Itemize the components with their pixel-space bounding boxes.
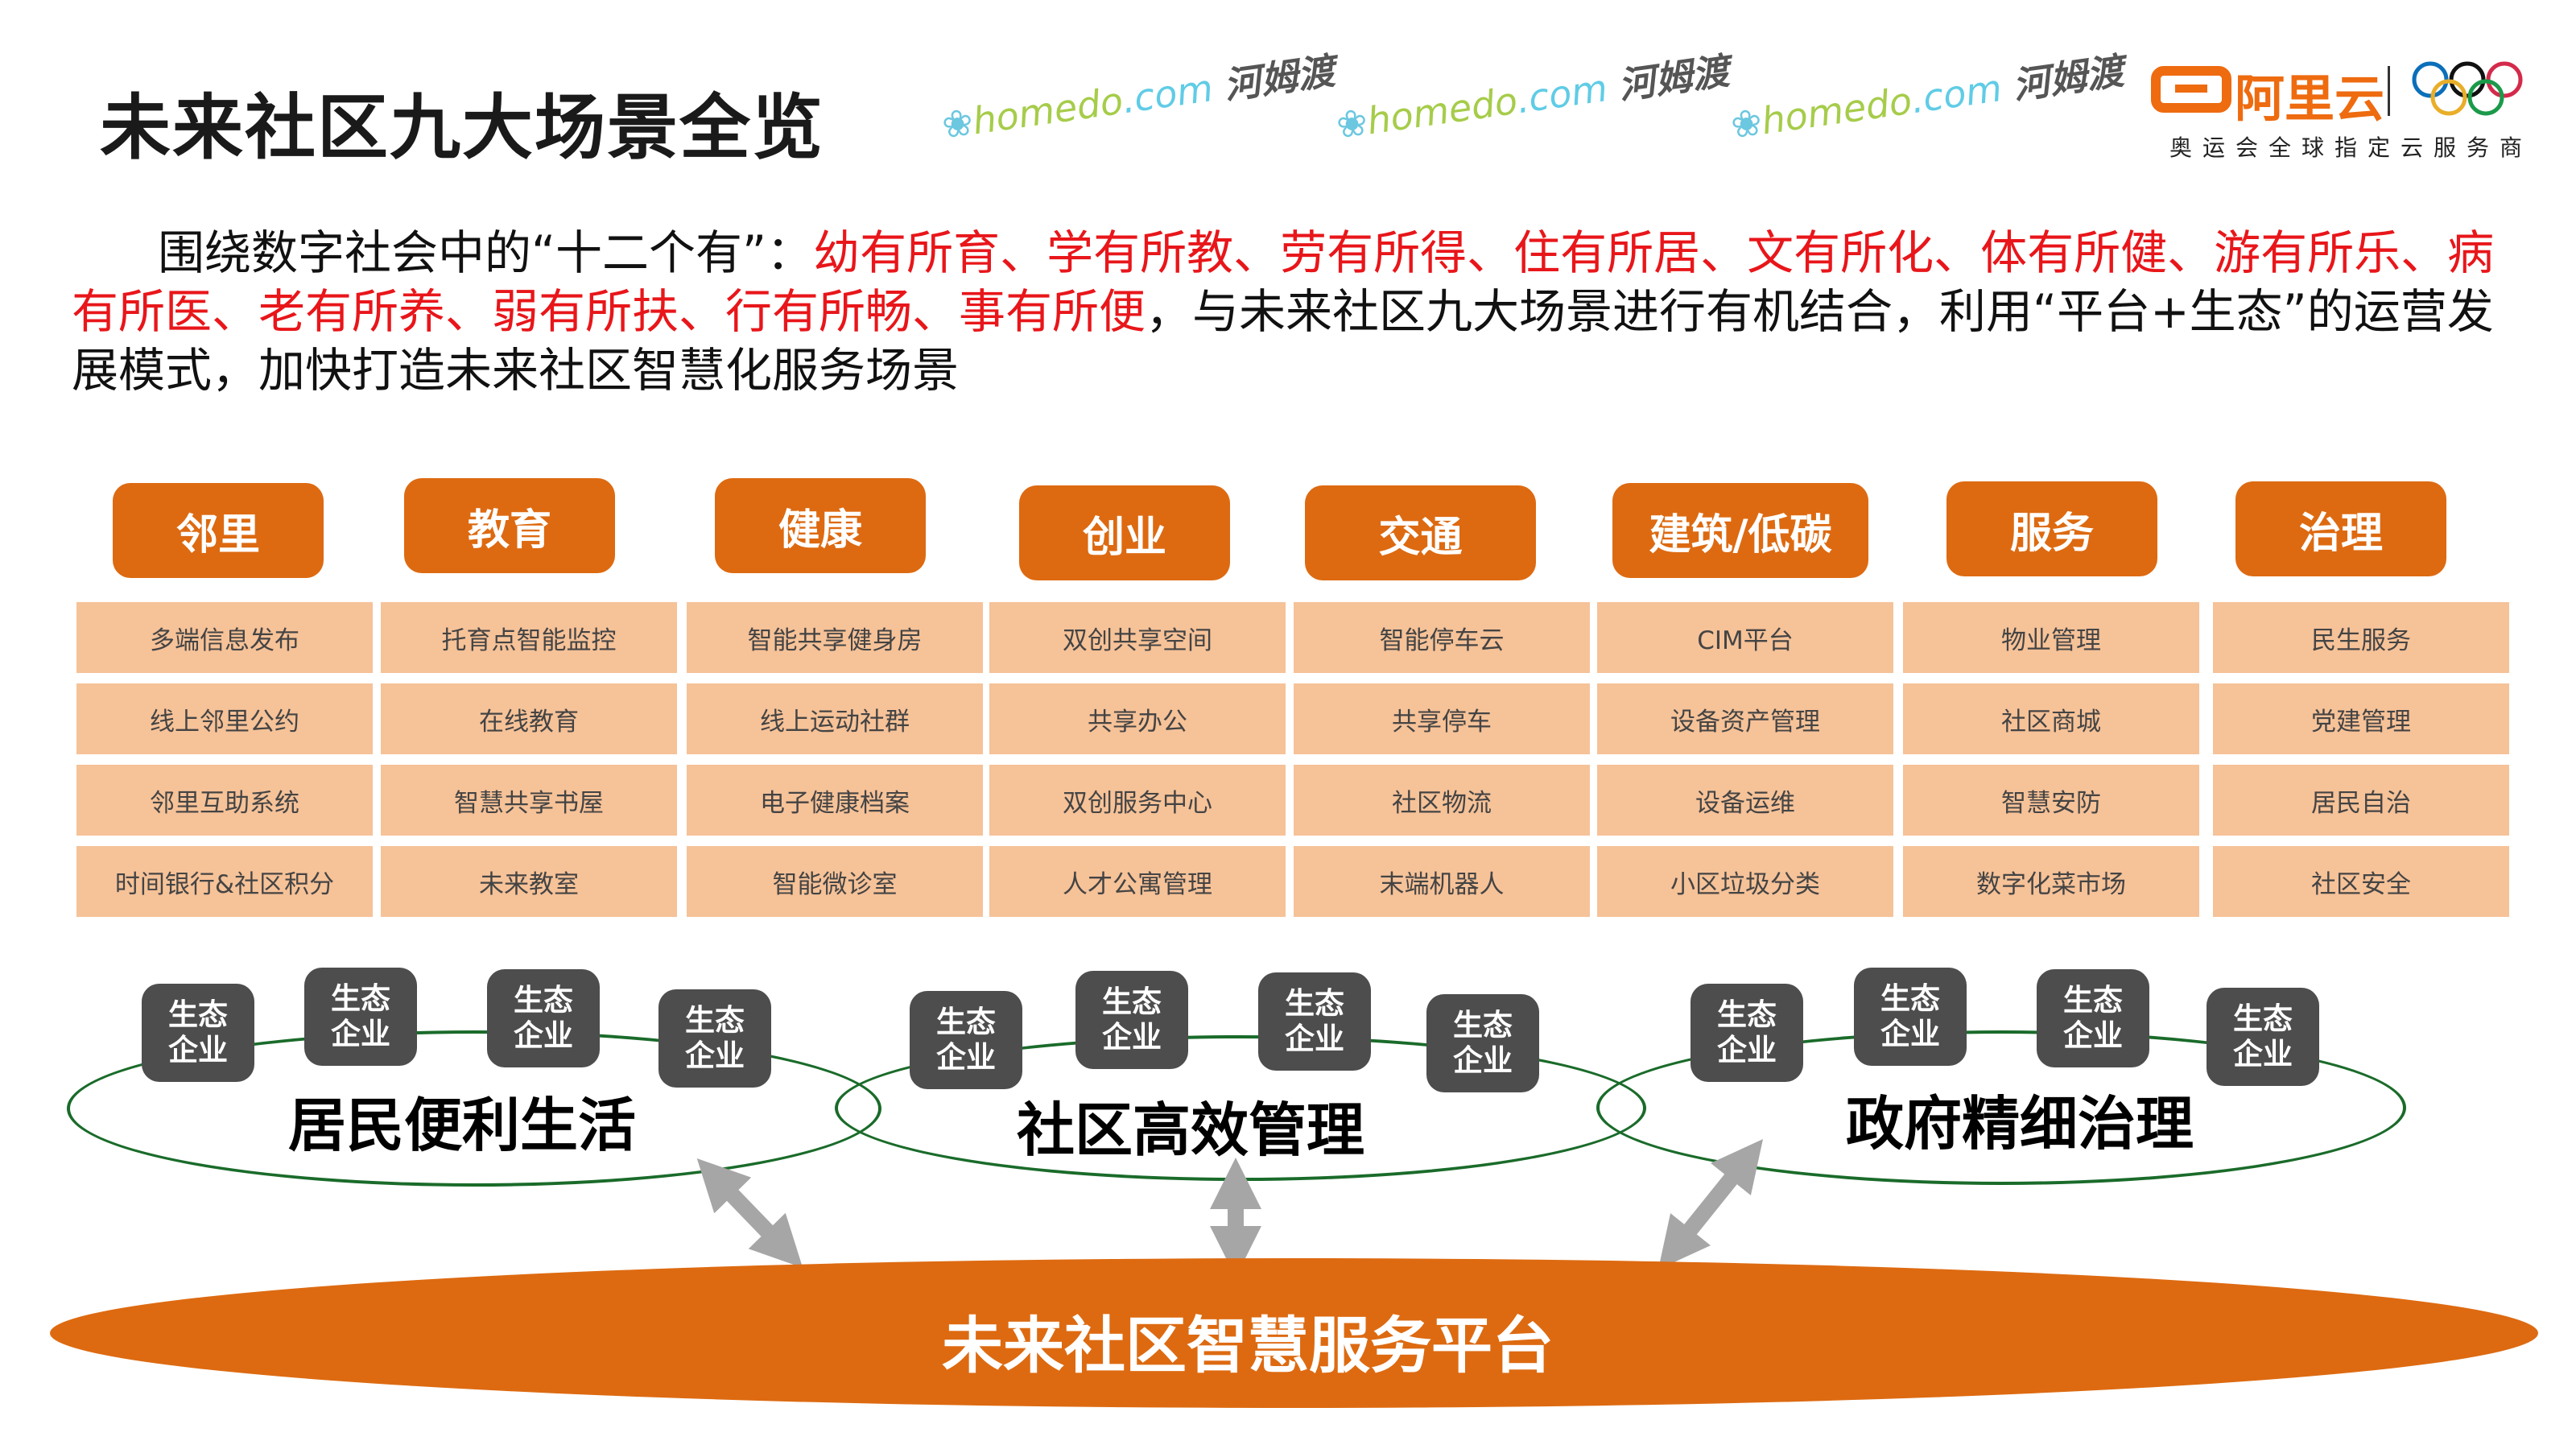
eco-label: 企业 bbox=[1717, 1033, 1777, 1067]
eco-label: 生态 bbox=[2063, 983, 2123, 1018]
eco-enterprise-badge: 生态企业 bbox=[1690, 984, 1803, 1082]
eco-label: 生态 bbox=[1102, 985, 1162, 1019]
category-header: 教育 bbox=[404, 478, 615, 573]
eco-enterprise-badge: 生态企业 bbox=[2037, 969, 2149, 1067]
eco-label: 企业 bbox=[2233, 1037, 2293, 1071]
scenario-cell: 托育点智能监控 bbox=[381, 602, 677, 673]
scenario-cell: 未来教室 bbox=[381, 846, 677, 917]
scenario-cell: 党建管理 bbox=[2213, 683, 2509, 754]
scene-label-government: 政府精细治理 bbox=[1845, 1090, 2194, 1158]
eco-label: 企业 bbox=[685, 1038, 745, 1073]
aliyun-dash bbox=[2175, 85, 2207, 93]
scenario-cell: 数字化菜市场 bbox=[1903, 846, 2199, 917]
intro-lead: 围绕数字社会中的“十二个有”： bbox=[158, 225, 814, 280]
arrow-left bbox=[696, 1158, 803, 1269]
scenario-cell: 共享停车 bbox=[1294, 683, 1590, 754]
eco-label: 生态 bbox=[936, 1005, 996, 1039]
scenario-cell: 多端信息发布 bbox=[76, 602, 373, 673]
category-header: 服务 bbox=[1946, 481, 2157, 576]
eco-label: 生态 bbox=[514, 983, 573, 1018]
scenario-cell: 共享办公 bbox=[989, 683, 1286, 754]
logo-divider bbox=[2388, 66, 2390, 116]
scenario-cell: 智能停车云 bbox=[1294, 602, 1590, 673]
eco-enterprise-badge: 生态企业 bbox=[1426, 994, 1539, 1092]
scenario-cell: 智慧共享书屋 bbox=[381, 765, 677, 836]
intro-paragraph: 围绕数字社会中的“十二个有”：幼有所育、学有所教、劳有所得、住有所居、文有所化、… bbox=[72, 224, 2495, 400]
eco-label: 生态 bbox=[1717, 997, 1777, 1032]
scenario-cell: 在线教育 bbox=[381, 683, 677, 754]
eco-label: 企业 bbox=[514, 1018, 573, 1053]
scenario-cell: 社区安全 bbox=[2213, 846, 2509, 917]
scene-label-resident: 居民便利生活 bbox=[287, 1092, 637, 1159]
scenario-cell: 智慧安防 bbox=[1903, 765, 2199, 836]
scenario-cell: CIM平台 bbox=[1597, 602, 1893, 673]
eco-label: 企业 bbox=[1285, 1022, 1344, 1056]
eco-enterprise-badge: 生态企业 bbox=[910, 991, 1022, 1089]
scenario-cell: 物业管理 bbox=[1903, 602, 2199, 673]
category-header: 建筑/低碳 bbox=[1612, 483, 1868, 578]
aliyun-brand: 阿里云 bbox=[2235, 69, 2385, 128]
eco-label: 生态 bbox=[2233, 1001, 2293, 1036]
scenario-cell: 社区商城 bbox=[1903, 683, 2199, 754]
scenario-cell: 人才公寓管理 bbox=[989, 846, 1286, 917]
intro-rest: ，与未来社区九大场景进行有机结合，利用“平台+生态”的运营发展模式，加快打造未来… bbox=[72, 284, 2494, 398]
eco-enterprise-badge: 生态企业 bbox=[304, 968, 417, 1066]
eco-enterprise-badge: 生态企业 bbox=[487, 969, 600, 1067]
eco-enterprise-badge: 生态企业 bbox=[658, 989, 771, 1088]
logo-subtitle: 奥运会全球指定云服务商 bbox=[2169, 134, 2533, 161]
eco-label: 生态 bbox=[168, 997, 228, 1032]
aliyun-logo: 阿里云 bbox=[2151, 63, 2384, 128]
category-header: 治理 bbox=[2235, 481, 2446, 576]
page-title: 未来社区九大场景全览 bbox=[100, 86, 825, 169]
scenario-cell: 智能微诊室 bbox=[687, 846, 983, 917]
eco-label: 企业 bbox=[2063, 1018, 2123, 1053]
eco-label: 生态 bbox=[1285, 986, 1344, 1021]
eco-label: 企业 bbox=[168, 1033, 228, 1067]
scene-label-community: 社区高效管理 bbox=[1016, 1096, 1365, 1164]
scenario-cell: 民生服务 bbox=[2213, 602, 2509, 673]
eco-label: 企业 bbox=[1880, 1017, 1940, 1051]
eco-enterprise-badge: 生态企业 bbox=[1075, 971, 1188, 1069]
platform-label: 未来社区智慧服务平台 bbox=[942, 1310, 1554, 1381]
eco-label: 企业 bbox=[1102, 1020, 1162, 1055]
arrow-right bbox=[1657, 1139, 1764, 1269]
eco-label: 企业 bbox=[1453, 1043, 1513, 1078]
category-header: 创业 bbox=[1019, 485, 1230, 580]
eco-enterprise-badge: 生态企业 bbox=[142, 984, 254, 1082]
scenario-cell: 智能共享健身房 bbox=[687, 602, 983, 673]
scenario-cell: 设备资产管理 bbox=[1597, 683, 1893, 754]
eco-label: 企业 bbox=[936, 1040, 996, 1075]
olympic-rings-icon bbox=[2412, 61, 2523, 116]
category-header: 健康 bbox=[715, 478, 926, 573]
eco-label: 生态 bbox=[331, 981, 390, 1016]
eco-label: 生态 bbox=[1880, 981, 1940, 1016]
scenario-cell: 居民自治 bbox=[2213, 765, 2509, 836]
aliyun-bracket-icon bbox=[2151, 66, 2231, 113]
scenario-cell: 设备运维 bbox=[1597, 765, 1893, 836]
scene-ellipse-3 bbox=[1596, 1030, 2406, 1185]
eco-enterprise-badge: 生态企业 bbox=[2207, 988, 2319, 1086]
scenario-cell: 线上运动社群 bbox=[687, 683, 983, 754]
eco-label: 企业 bbox=[331, 1017, 390, 1051]
scenario-cell: 线上邻里公约 bbox=[76, 683, 373, 754]
scenario-cell: 时间银行&社区积分 bbox=[76, 846, 373, 917]
scenario-cell: 邻里互助系统 bbox=[76, 765, 373, 836]
category-header: 邻里 bbox=[113, 483, 324, 578]
scenario-cell: 双创服务中心 bbox=[989, 765, 1286, 836]
scenario-cell: 双创共享空间 bbox=[989, 602, 1286, 673]
eco-enterprise-badge: 生态企业 bbox=[1854, 968, 1967, 1066]
intro-twelve-haves: 幼有所育、学有所教、劳有所得、住有所居、文有所化、体有所健、游有所乐、病有所医、… bbox=[72, 225, 2495, 339]
scenario-cell: 社区物流 bbox=[1294, 765, 1590, 836]
eco-enterprise-badge: 生态企业 bbox=[1258, 972, 1371, 1071]
scenario-cell: 电子健康档案 bbox=[687, 765, 983, 836]
scenario-cell: 末端机器人 bbox=[1294, 846, 1590, 917]
scenario-cell: 小区垃圾分类 bbox=[1597, 846, 1893, 917]
eco-label: 生态 bbox=[685, 1003, 745, 1038]
eco-label: 生态 bbox=[1453, 1008, 1513, 1042]
platform-ellipse bbox=[50, 1258, 2538, 1408]
category-header: 交通 bbox=[1305, 485, 1536, 580]
